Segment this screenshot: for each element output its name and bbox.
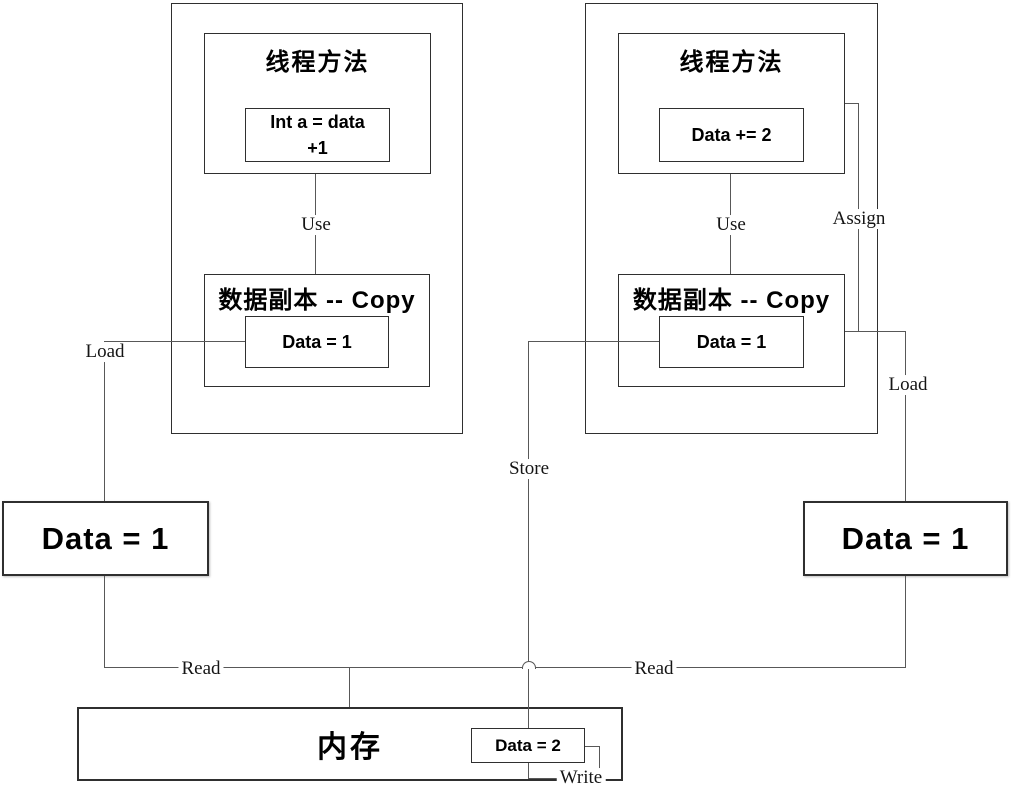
load-label-right: Load [885,375,931,395]
write-connector-horizontal-top [585,746,600,747]
line-crossing-hop [522,661,536,669]
store-connector-horizontal [529,341,659,342]
left-copy-value-box: Data = 1 [245,316,389,368]
left-thread-code-box: Int a = data +1 [245,108,390,162]
assign-label: Assign [829,209,889,229]
left-copy-title: 数据副本 -- Copy [218,287,416,314]
read-connector-left-vertical [104,576,105,668]
use-label-right: Use [713,215,749,235]
load-connector-right-vertical [905,331,906,501]
right-copy-title: 数据副本 -- Copy [632,287,831,314]
read-connector-right-vertical [905,576,906,668]
right-thread-code-box: Data += 2 [659,108,804,162]
left-main-value-box: Data = 1 [2,501,209,576]
store-connector-vertical [528,341,529,728]
left-thread-code-text: Int a = data +1 [270,111,365,158]
read-label-left: Read [178,659,224,679]
write-connector-vertical-right [599,746,600,779]
load-connector-right-horizontal [845,331,906,332]
right-main-value-text: Data = 1 [841,520,970,556]
right-copy-value-text: Data = 1 [696,331,767,352]
read-connector-horizontal [104,667,906,668]
left-thread-method-title: 线程方法 [265,49,370,76]
memory-value-box: Data = 2 [471,728,585,763]
memory-stub-connector [349,667,350,707]
write-label: Write [556,768,606,788]
right-main-value-box: Data = 1 [803,501,1008,576]
load-connector-left-vertical [104,341,105,501]
use-label-left: Use [298,215,334,235]
read-label-right: Read [631,659,677,679]
right-thread-code-text: Data += 2 [691,124,772,145]
load-label-left: Load [82,342,128,362]
write-connector-vertical-left [528,763,529,779]
main-memory-box: 内存 [77,707,623,781]
store-label: Store [505,459,553,479]
right-thread-method-title: 线程方法 [679,49,784,76]
load-connector-left-horizontal [105,341,245,342]
left-copy-value-text: Data = 1 [282,331,352,352]
main-memory-title: 内存 [317,731,383,764]
memory-value-text: Data = 2 [495,735,561,755]
assign-connector-horizontal [845,103,859,104]
left-main-value-text: Data = 1 [41,520,170,556]
right-copy-value-box: Data = 1 [659,316,804,368]
